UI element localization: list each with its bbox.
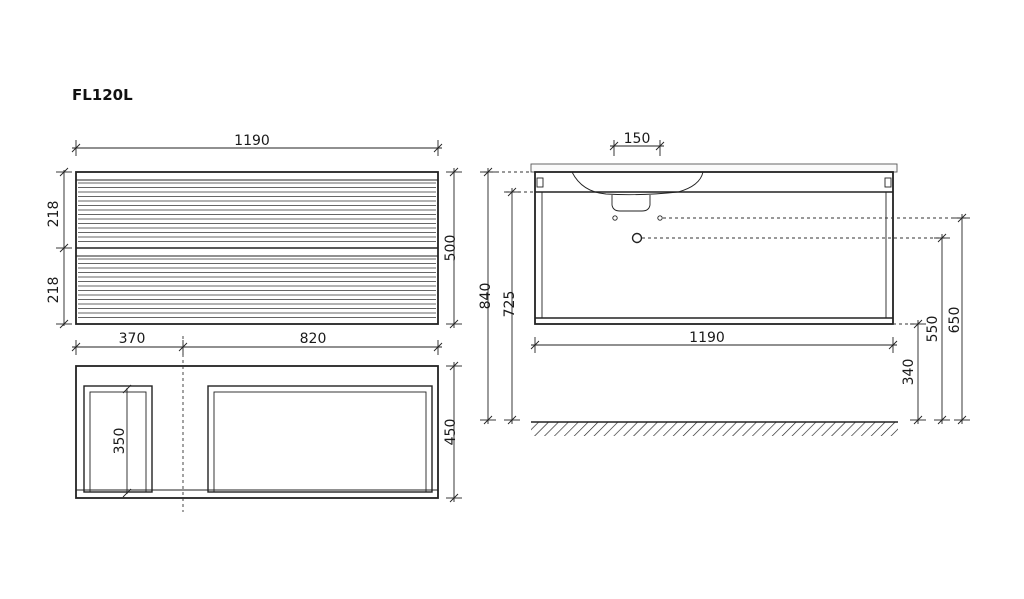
pipe-low-height-dimension: 340 (901, 319, 926, 425)
front-height-label: 500 (443, 235, 459, 262)
plan-cabinet (75, 365, 439, 499)
plan-depth-dimension: 450 (443, 361, 462, 503)
pipe-mid-height-label: 550 (925, 316, 941, 343)
drain-width-dimension: 150 (609, 131, 665, 156)
front-height-dimension: 500 (443, 167, 462, 329)
counter-height-label: 725 (502, 291, 518, 318)
drain-trap (611, 195, 651, 212)
top-view: 370 820 350 450 (71, 331, 462, 512)
counter-height-dimension: 725 (502, 187, 520, 425)
model-title: FL120L (72, 86, 133, 104)
inner-depth-label: 350 (112, 428, 128, 455)
side-width-dimension: 1190 (530, 330, 898, 353)
overall-height-label: 840 (478, 283, 494, 310)
drain-width-label: 150 (624, 131, 651, 147)
front-width-label: 1190 (234, 133, 270, 149)
pipe-low-height-label: 340 (901, 359, 917, 386)
overall-height-dimension: 840 (478, 167, 496, 425)
countertop (530, 163, 898, 173)
side-width-label: 1190 (689, 330, 725, 346)
front-view: 1190 218 218 500 (46, 133, 462, 329)
pipe-high-height-dimension: 650 (947, 213, 970, 425)
floor-hatch (531, 421, 898, 436)
water-inlet-right (657, 215, 663, 221)
waste-outlet (631, 232, 643, 244)
pipe-high-height-label: 650 (947, 307, 963, 334)
front-width-dimension: 1190 (71, 133, 443, 156)
plan-depth-label: 450 (443, 419, 459, 446)
drawer-bottom-height-label: 218 (46, 277, 62, 304)
side-view: 150 1190 (478, 131, 970, 436)
left-section-width-label: 370 (119, 331, 146, 347)
section-width-dimensions: 370 820 (71, 331, 443, 355)
basin-outline (571, 171, 704, 196)
pipe-mid-height-dimension: 550 (925, 233, 950, 425)
right-section-width-label: 820 (300, 331, 327, 347)
side-cabinet (534, 171, 894, 325)
water-inlet-left (612, 215, 618, 221)
fluted-slats (78, 182, 436, 318)
drawer-top-height-label: 218 (46, 201, 62, 228)
drawer-height-dimensions: 218 218 (46, 167, 72, 329)
inner-depth-dimension: 350 (112, 384, 132, 498)
right-compartment (207, 385, 433, 493)
